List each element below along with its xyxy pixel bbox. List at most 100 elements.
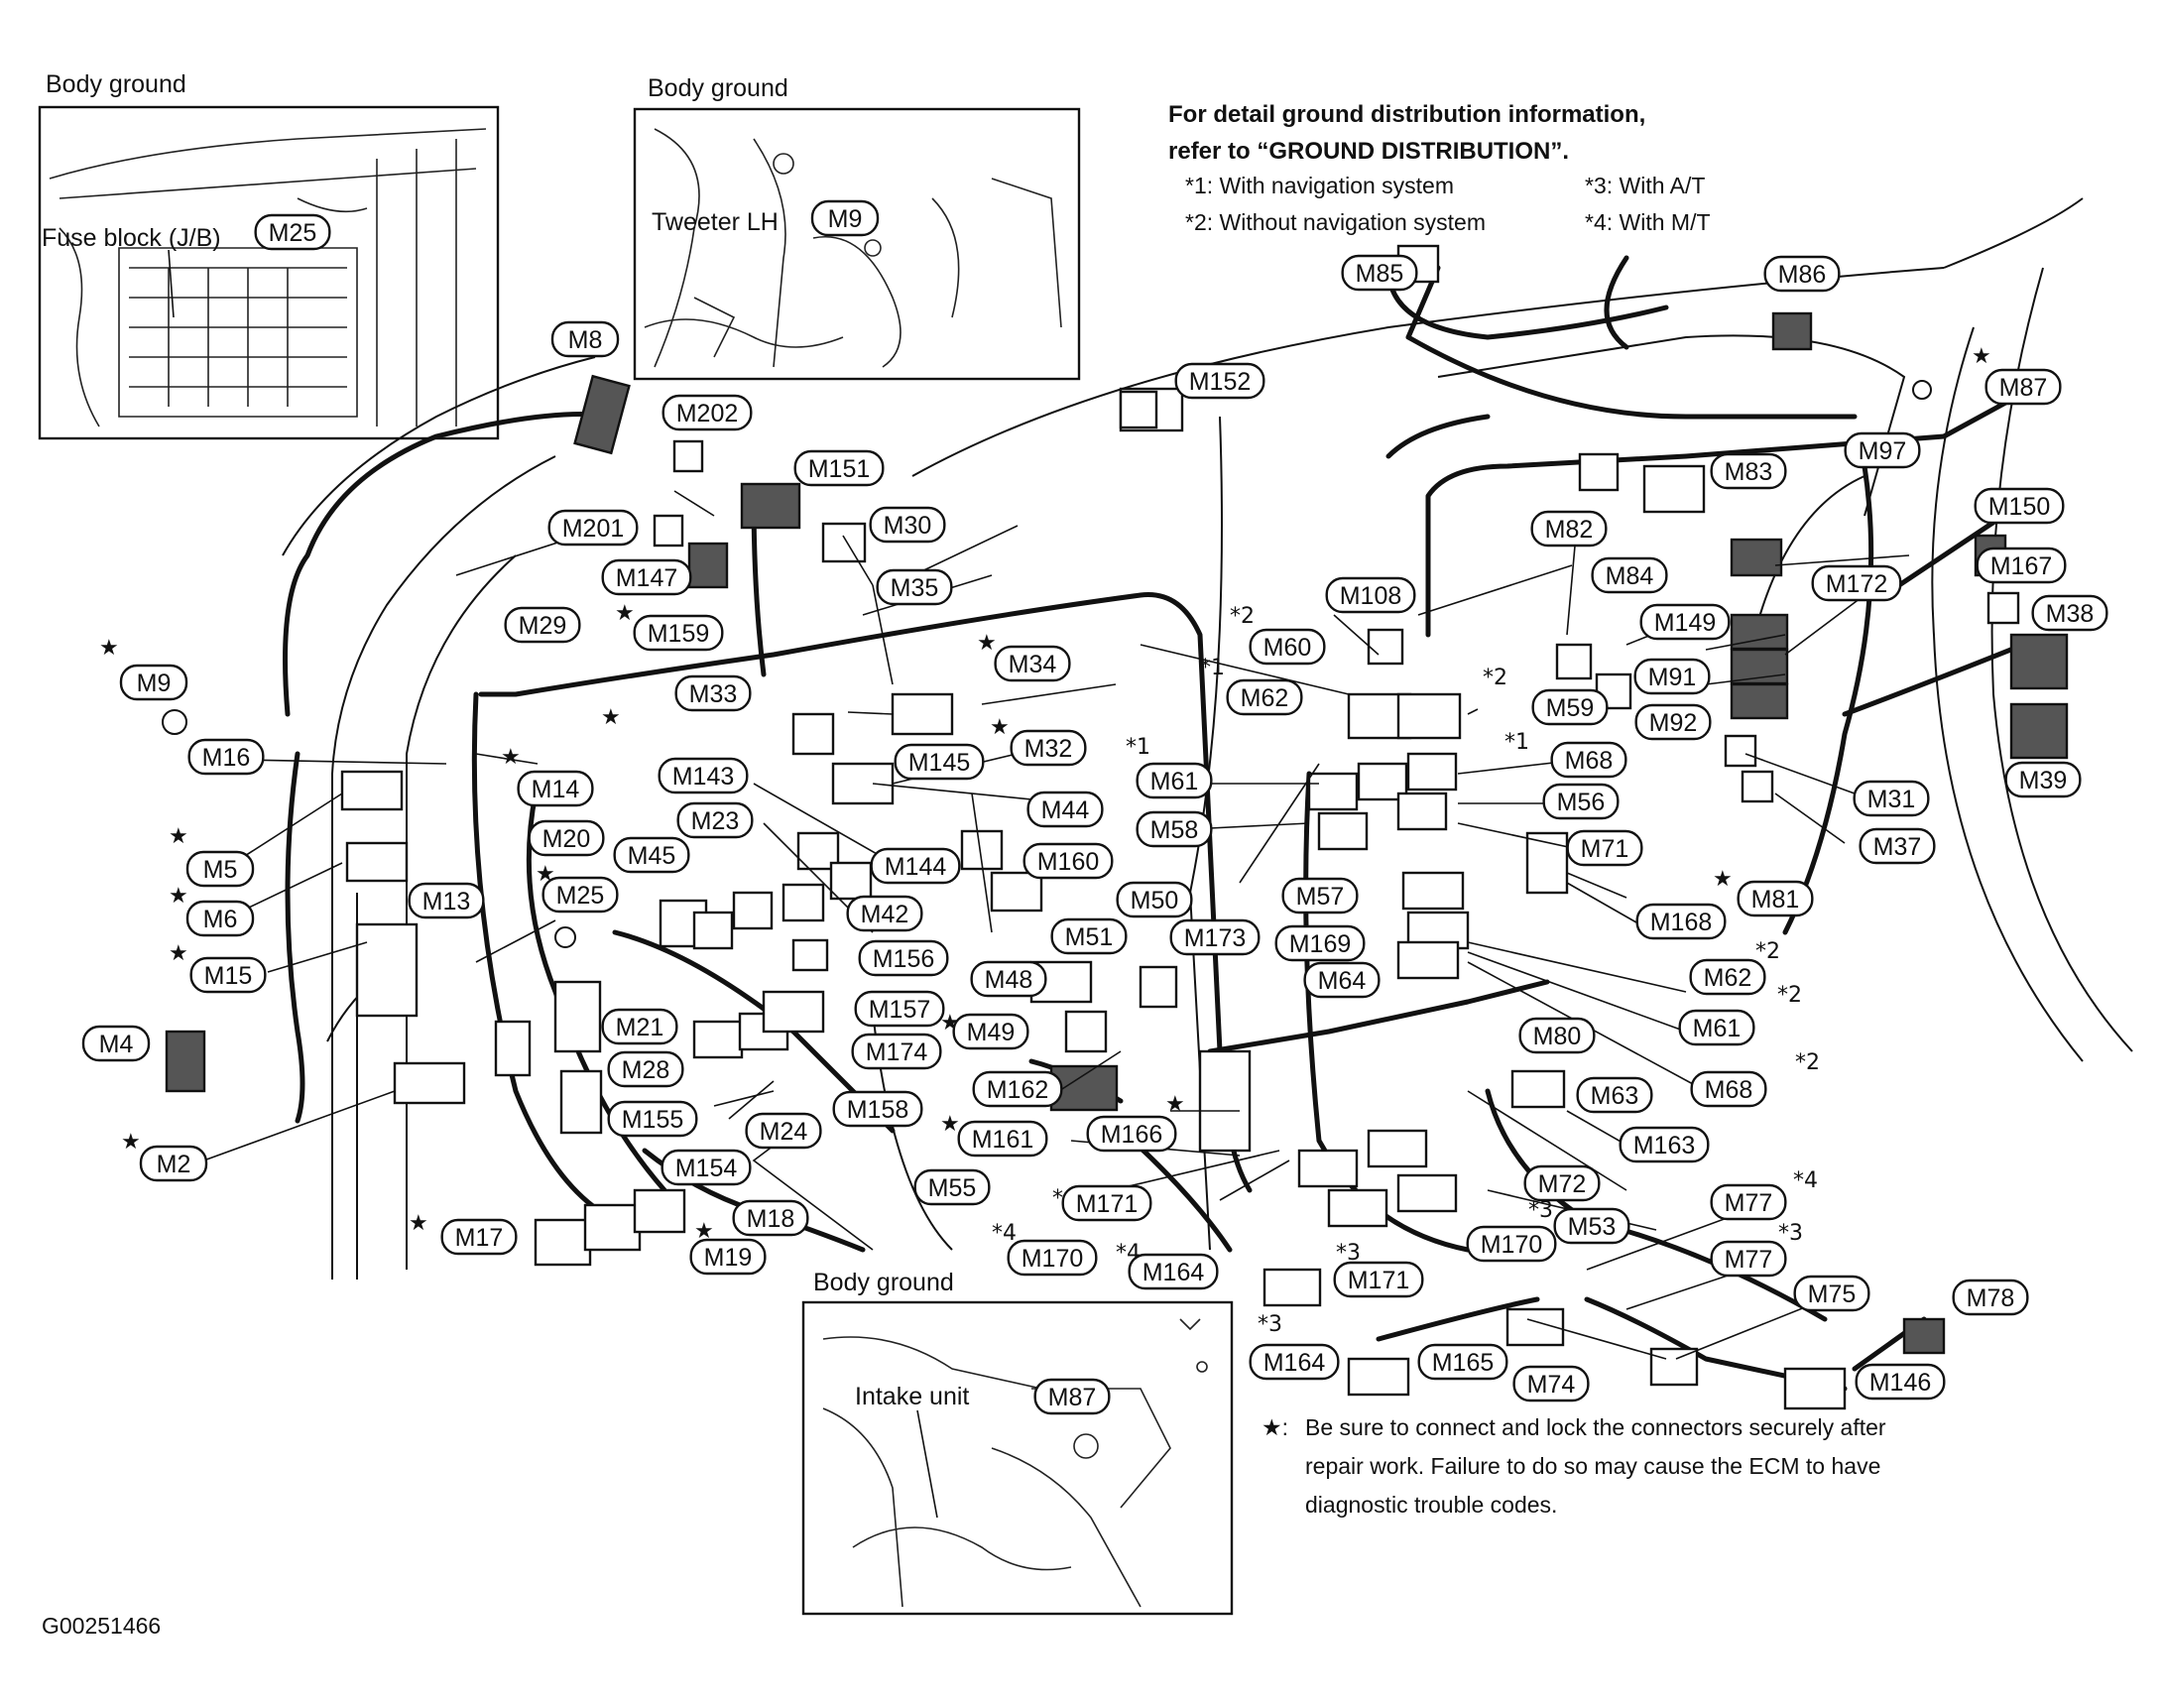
callout-m18: M18	[732, 1199, 809, 1237]
legend-item-2: *2: Without navigation system	[1185, 209, 1486, 235]
callout-inset-m25: M25	[254, 213, 331, 251]
callout-label: M149	[1654, 609, 1717, 637]
star-note-line1: Be sure to connect and lock the connecto…	[1305, 1414, 1886, 1440]
callout-label: M42	[861, 901, 909, 928]
callout-label: M39	[2019, 767, 2068, 794]
callout-label: M30	[884, 512, 932, 540]
callout-m62b: M62	[1689, 958, 1766, 996]
callout-m172: M172	[1811, 564, 1902, 602]
callout-m169: M169	[1274, 924, 1366, 962]
callout-inset-m87: M87	[1033, 1378, 1111, 1415]
svg-text:*3: *3	[1778, 1221, 1803, 1246]
callout-m72: M72	[1523, 1164, 1601, 1202]
callout-m38: M38	[2031, 594, 2108, 632]
callout-label: M108	[1340, 582, 1402, 610]
callout-m83: M83	[1710, 452, 1787, 490]
callout-m53: M53	[1553, 1207, 1630, 1245]
callout-m155: M155	[607, 1100, 698, 1138]
callout-m50: M50	[1116, 881, 1193, 918]
callout-m81: M81	[1737, 880, 1814, 917]
callout-label: M13	[422, 888, 471, 915]
callout-m63: M63	[1576, 1076, 1653, 1114]
callout-label: M172	[1826, 570, 1888, 598]
callout-label: M170	[1481, 1231, 1543, 1259]
svg-text:*2: *2	[1483, 666, 1507, 690]
callout-label: M71	[1581, 835, 1629, 863]
callout-label: M23	[691, 807, 740, 835]
callout-label: M50	[1131, 887, 1179, 915]
callout-m9: M9	[119, 664, 188, 701]
callout-label: M166	[1101, 1121, 1163, 1149]
callout-m167: M167	[1976, 547, 2067, 584]
callout-m108: M108	[1325, 576, 1416, 614]
callout-label: M31	[1867, 786, 1916, 813]
tweeter-label: Tweeter LH	[652, 208, 779, 236]
callout-label: M158	[847, 1096, 909, 1124]
callout-m61b: M61	[1678, 1009, 1755, 1046]
callout-m44: M44	[1026, 791, 1104, 828]
svg-text:★: ★	[169, 884, 188, 909]
callout-label: M75	[1808, 1281, 1857, 1308]
callout-m147: M147	[601, 558, 692, 596]
callout-label: M68	[1565, 747, 1614, 775]
svg-text:★: ★	[1713, 867, 1733, 892]
callout-m174: M174	[851, 1033, 942, 1070]
callout-m80: M80	[1518, 1017, 1596, 1054]
callout-m92: M92	[1634, 703, 1712, 741]
callout-m2: M2	[139, 1145, 208, 1182]
header-note-line2: refer to “GROUND DISTRIBUTION”.	[1168, 138, 1569, 165]
callout-m75: M75	[1793, 1275, 1870, 1312]
callout-m21: M21	[601, 1008, 678, 1045]
callout-m58: M58	[1136, 810, 1213, 848]
callout-label: M147	[616, 564, 678, 592]
callout-m49: M49	[952, 1013, 1029, 1050]
callout-m31: M31	[1853, 780, 1930, 817]
callout-label: M155	[622, 1106, 684, 1134]
callout-m25: M25	[541, 876, 619, 914]
callout-label: M144	[885, 853, 947, 881]
svg-text:*3: *3	[1528, 1198, 1553, 1223]
svg-text:★: ★	[169, 824, 188, 849]
callout-label: M91	[1648, 664, 1697, 691]
callout-label: M68	[1705, 1076, 1753, 1104]
callout-label: M164	[1263, 1349, 1326, 1377]
callout-label: M55	[928, 1174, 977, 1202]
callout-label: M62	[1241, 684, 1289, 712]
callout-m39: M39	[2004, 761, 2082, 798]
callout-label: M44	[1041, 796, 1090, 824]
callout-m84: M84	[1591, 556, 1668, 594]
callout-m146: M146	[1855, 1363, 1946, 1401]
svg-text:*4: *4	[1793, 1168, 1818, 1193]
star-note-symbol: ★:	[1262, 1414, 1288, 1440]
callout-m170b: M170	[1466, 1225, 1557, 1263]
callout-m29: M29	[504, 606, 581, 644]
svg-text:*2: *2	[1777, 983, 1802, 1008]
callout-m168: M168	[1635, 903, 1727, 940]
callout-label: M84	[1606, 562, 1654, 590]
callout-m4: M4	[81, 1025, 151, 1062]
svg-text:*2: *2	[1795, 1050, 1820, 1075]
callout-label: M33	[689, 680, 738, 708]
callout-label: M77	[1725, 1189, 1773, 1217]
callout-label: M18	[747, 1205, 795, 1233]
callout-label: M156	[873, 945, 935, 973]
callout-label: M85	[1356, 260, 1404, 288]
callout-label: M72	[1538, 1170, 1587, 1198]
callout-m19: M19	[689, 1238, 767, 1276]
callout-label: M58	[1150, 816, 1199, 844]
callout-label: M51	[1065, 923, 1114, 951]
callout-label: M32	[1024, 735, 1073, 763]
callout-label: M8	[568, 326, 603, 354]
svg-text:*2: *2	[1230, 604, 1255, 629]
callout-label: M163	[1633, 1132, 1696, 1159]
callout-m56: M56	[1542, 783, 1620, 820]
callout-label: M171	[1076, 1190, 1139, 1218]
callout-label: M60	[1263, 634, 1312, 662]
legend-item-3: *3: With A/T	[1585, 173, 1705, 198]
callout-label: M6	[203, 906, 238, 933]
callout-label: M4	[99, 1031, 134, 1058]
callout-label: M159	[648, 620, 710, 648]
svg-text:*4: *4	[992, 1221, 1017, 1246]
callout-m144: M144	[870, 847, 961, 885]
callout-m97: M97	[1844, 431, 1921, 469]
